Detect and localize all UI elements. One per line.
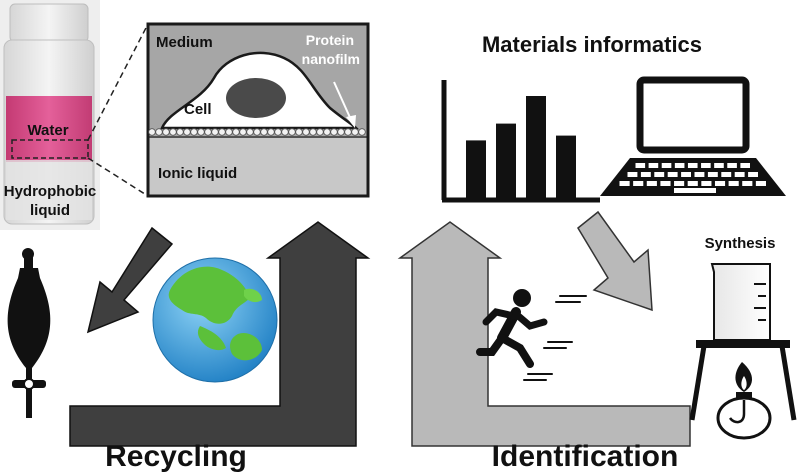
recycling-loop-arrow: [69, 221, 371, 447]
protein-bead: [267, 128, 275, 136]
protein-label: Protein: [306, 32, 354, 48]
protein-bead: [253, 128, 261, 136]
identification-loop-arrow: [397, 221, 691, 447]
protein-bead: [302, 128, 310, 136]
laptop-key: [734, 172, 745, 177]
identification-label: Identification: [492, 440, 679, 472]
laptop-key: [667, 172, 678, 177]
protein-bead: [337, 128, 345, 136]
laptop-key: [740, 163, 750, 168]
bar: [496, 123, 516, 198]
protein-bead: [211, 128, 219, 136]
protein-bead: [162, 128, 170, 136]
burner-icon: [716, 362, 772, 440]
laptop-key: [681, 172, 691, 177]
liquid-label: liquid: [30, 202, 70, 219]
laptop-key: [728, 181, 739, 186]
laptop-key: [701, 181, 712, 186]
separatory-funnel-icon: [7, 248, 51, 418]
protein-bead: [330, 128, 338, 136]
bar-chart-icon: [441, 80, 600, 203]
laptop-key: [654, 172, 665, 177]
zoom-line-top: [87, 23, 149, 141]
laptop-key: [748, 172, 758, 177]
laptop-key: [640, 172, 651, 177]
medium-label: Medium: [156, 34, 213, 51]
laptop-key: [661, 163, 672, 168]
informatics-title: Materials informatics: [482, 32, 702, 57]
protein-bead: [274, 128, 282, 136]
bar: [526, 96, 546, 198]
protein-bead: [176, 128, 184, 136]
protein-bead: [169, 128, 177, 136]
protein-bead: [155, 128, 163, 136]
protein-bead: [225, 128, 233, 136]
laptop-key: [619, 181, 630, 186]
protein-bead: [309, 128, 317, 136]
protein-bead: [316, 128, 324, 136]
laptop-key: [701, 163, 711, 168]
protein-bead: [148, 128, 156, 136]
protein-nanofilm: [148, 128, 366, 136]
protein-bead: [190, 128, 198, 136]
cell-label: Cell: [184, 101, 212, 118]
protein-bead: [197, 128, 205, 136]
protein-bead: [358, 128, 366, 136]
ionic-liquid-label: Ionic liquid: [158, 165, 237, 182]
protein-bead: [239, 128, 247, 136]
protein-bead: [323, 128, 331, 136]
recycling-diagonal-arrow: [86, 226, 174, 334]
protein-bead: [204, 128, 212, 136]
zoom-line-bottom: [87, 157, 149, 197]
zoom-box: [11, 139, 89, 159]
laptop-key: [707, 172, 718, 177]
identification-diagonal-arrow: [577, 210, 653, 312]
water-label: Water: [27, 122, 68, 139]
laptop-key: [635, 163, 646, 168]
globe-icon: [152, 257, 278, 383]
laptop-key: [694, 172, 705, 177]
cell-panel: Medium Protein nanofilm Cell Ionic liqui…: [146, 22, 370, 198]
protein-bead: [260, 128, 268, 136]
laptop-key: [727, 163, 737, 168]
protein-bead: [344, 128, 352, 136]
beaker-icon: [710, 263, 771, 341]
protein-bead: [295, 128, 303, 136]
synthesis-label: Synthesis: [705, 235, 776, 252]
water-layer: [6, 96, 92, 162]
nanofilm-label: nanofilm: [302, 51, 360, 67]
protein-bead: [218, 128, 226, 136]
running-person-icon: [476, 289, 587, 381]
laptop-key: [687, 163, 698, 168]
laptop-key: [648, 163, 659, 168]
laptop-key: [674, 181, 685, 186]
recycling-label: Recycling: [105, 440, 247, 472]
laptop-key: [687, 181, 698, 186]
laptop-key: [714, 163, 724, 168]
bar: [556, 135, 576, 198]
protein-bead: [288, 128, 296, 136]
laptop-key: [714, 181, 726, 186]
laptop-key: [721, 172, 732, 177]
laptop-key: [627, 172, 638, 177]
laptop-key: [674, 163, 685, 168]
laptop-icon: [600, 76, 786, 196]
protein-bead: [246, 128, 254, 136]
protein-bead: [351, 128, 359, 136]
laptop-key: [755, 181, 766, 186]
bar: [466, 140, 486, 198]
protein-bead: [281, 128, 289, 136]
hydrophobic-layer: [6, 160, 92, 220]
hydrophobic-label: Hydrophobic: [4, 183, 97, 200]
nucleus: [226, 78, 286, 118]
protein-bead: [232, 128, 240, 136]
laptop-key: [660, 181, 671, 186]
laptop-key: [633, 181, 644, 186]
vial-photo: Water Hydrophobic liquid: [0, 0, 100, 230]
laptop-key: [742, 181, 753, 186]
protein-bead: [183, 128, 191, 136]
tripod-stand: [689, 340, 797, 421]
laptop-key: [646, 181, 657, 186]
